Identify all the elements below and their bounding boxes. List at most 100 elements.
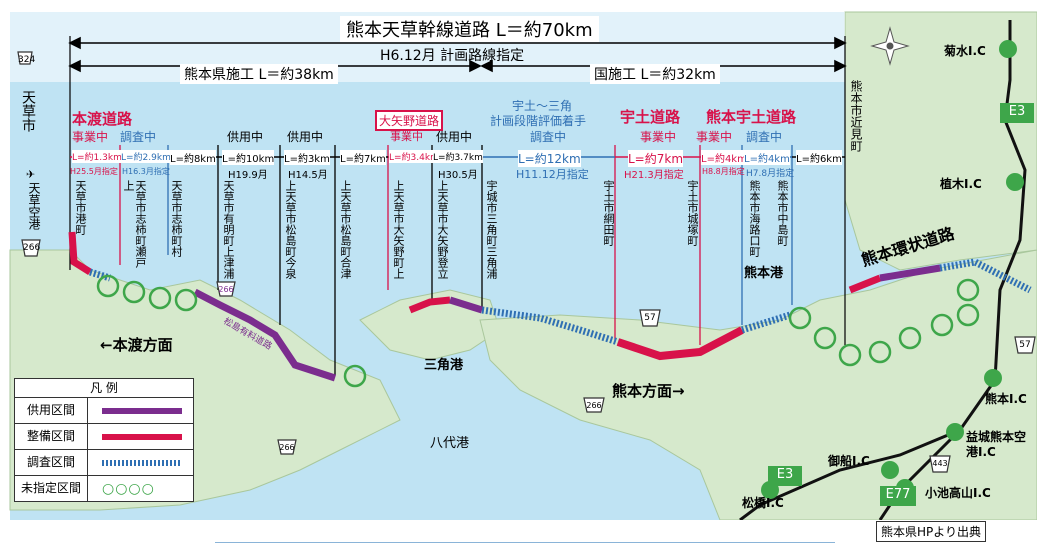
status-label: 事業中 (72, 130, 109, 144)
route-open-matsushima (193, 288, 337, 382)
legend-row-open: 供用区間 (15, 398, 193, 424)
place-label: 宇土市城塚町 (686, 180, 699, 246)
ic-mashiki: 益城熊本空港I.C (966, 430, 1027, 459)
year-label: H30.5月 (438, 170, 478, 181)
year-label: H16.3月指定 (122, 167, 170, 176)
route-57-east: 57 (1019, 340, 1031, 350)
airport-icon: ✈ (26, 168, 36, 181)
route-324: 324 (18, 55, 36, 65)
legend-swatch-work (102, 433, 182, 440)
status-label: 供用中 (227, 130, 264, 144)
north-land (844, 11, 1037, 271)
place-label: 上天草市松島町今泉 (284, 180, 297, 279)
place-label: 天草市有明町上津浦 (222, 180, 235, 279)
length-label: L=約3.4km (389, 150, 439, 163)
legend-label: 整備区間 (15, 424, 88, 449)
legend-label: 未指定区間 (15, 476, 88, 501)
year-label: H7.8月指定 (746, 169, 795, 179)
place-label: 宇土市網田町 (602, 180, 615, 246)
length-label: L=約1.3km (72, 150, 122, 163)
arrowhead (68, 36, 81, 50)
route-57: 57 (644, 313, 656, 323)
footer-rule (215, 542, 835, 543)
arrowhead (480, 59, 493, 73)
map-canvas (9, 11, 1037, 520)
place-label: 天草市志柿町瀬戸上 (122, 180, 147, 268)
project-hondo: 本渡道路 (72, 110, 133, 128)
ic-matsubase: 松橋I.C (742, 496, 784, 510)
place-label: 天草市志柿町村 (170, 180, 183, 257)
east-end-label: 熊本市近見町 (849, 80, 863, 152)
ic-kumamoto: 熊本I.C (985, 392, 1027, 406)
ic-kikusui: 菊水I.C (944, 44, 986, 58)
kumamoto-direction: 熊本方面→ (612, 382, 685, 400)
place-label: 熊本市海路口町 (748, 180, 761, 257)
length-label: L=約4km (744, 150, 790, 165)
ic-koike: 小池高山I.C (925, 486, 991, 500)
project-oyano: 大矢野道路 (375, 110, 444, 131)
project-uto-misumi-sub: 計画段階評価着手 (490, 114, 587, 128)
year-label: H8.8月指定 (702, 167, 745, 176)
route-work-ring (848, 274, 882, 294)
route-266-west: 266 (23, 243, 41, 253)
legend-swatch-unset: ○○○○ (102, 480, 155, 497)
project-kumamoto-uto: 熊本宇土道路 (706, 108, 797, 126)
arrowhead (469, 59, 482, 73)
length-label: L=約2.9km (121, 150, 171, 163)
route-survey-misumi (481, 306, 620, 346)
e77-label: E77 (885, 487, 911, 502)
length-label: L=約3km (284, 150, 330, 165)
source-note: 熊本県HPより出典 (876, 521, 987, 542)
route-443: 443 (932, 459, 948, 468)
year-label: H11.12月指定 (516, 168, 589, 181)
hondo-direction: ←本渡方面 (100, 336, 173, 354)
status-label: 調査中 (530, 130, 567, 144)
length-label: L=約7km (628, 150, 684, 167)
legend-row-unset: 未指定区間 ○○○○ (15, 476, 193, 501)
ic-ueki: 植木I.C (940, 177, 982, 191)
length-label: L=約12km (518, 150, 581, 167)
legend-row-work: 整備区間 (15, 424, 193, 450)
status-label: 事業中 (696, 130, 733, 144)
year-label: H14.5月 (288, 170, 328, 181)
year-label: H25.5月指定 (70, 167, 118, 176)
place-label: 宇城市三角町三角浦 (485, 180, 498, 279)
route-work-hondo (68, 231, 92, 275)
yatsushiro-port: 八代港 (430, 436, 470, 451)
route-open-ring (879, 264, 941, 282)
compass-icon (870, 26, 910, 66)
place-label: 上天草市大矢野町上 (392, 180, 405, 279)
route-work-uto (616, 326, 744, 361)
status-label: 供用中 (287, 130, 324, 144)
e3-label-north: E3 (1008, 104, 1026, 119)
legend-label: 調査区間 (15, 450, 88, 475)
place-label: 上天草市大矢野登立 (436, 180, 449, 279)
status-label: 調査中 (746, 130, 783, 144)
ic-mifune: 御船I.C (828, 454, 870, 468)
legend-row-survey: 調査区間 (15, 450, 193, 476)
length-label: L=約8km (170, 150, 216, 165)
status-label: 事業中 (640, 130, 677, 144)
segment-dividers (119, 145, 793, 375)
length-label: L=約6km (796, 150, 842, 165)
project-uto: 宇土道路 (620, 108, 681, 126)
route-survey-kumamoto (740, 311, 792, 334)
west-end-label: 天草市 (20, 90, 36, 132)
total-length-label: 熊本天草幹線道路 L＝約70km (340, 16, 599, 42)
airport-label: 天草空港 (27, 182, 41, 230)
route-266-ariake: 266 (218, 285, 234, 294)
status-label: 調査中 (120, 130, 157, 144)
status-label: 事業中 (390, 130, 423, 143)
e77-shield (880, 486, 916, 506)
status-label: 供用中 (436, 130, 473, 144)
legend: 凡 例 供用区間 整備区間 調査区間 未指定区間 ○○○○ (14, 378, 194, 502)
e3-shield-north (1000, 103, 1034, 123)
nation-length-label: 国施工 L＝約32km (590, 64, 720, 84)
e3-shield-south (768, 466, 802, 486)
kumamoto-port: 熊本港 (744, 266, 784, 281)
length-label: L=約7km (340, 150, 386, 165)
arrowhead (834, 59, 847, 73)
dimension-lines (68, 36, 847, 345)
length-label: L=約3.7km (433, 150, 483, 163)
place-label: 熊本市中島町 (776, 180, 789, 246)
